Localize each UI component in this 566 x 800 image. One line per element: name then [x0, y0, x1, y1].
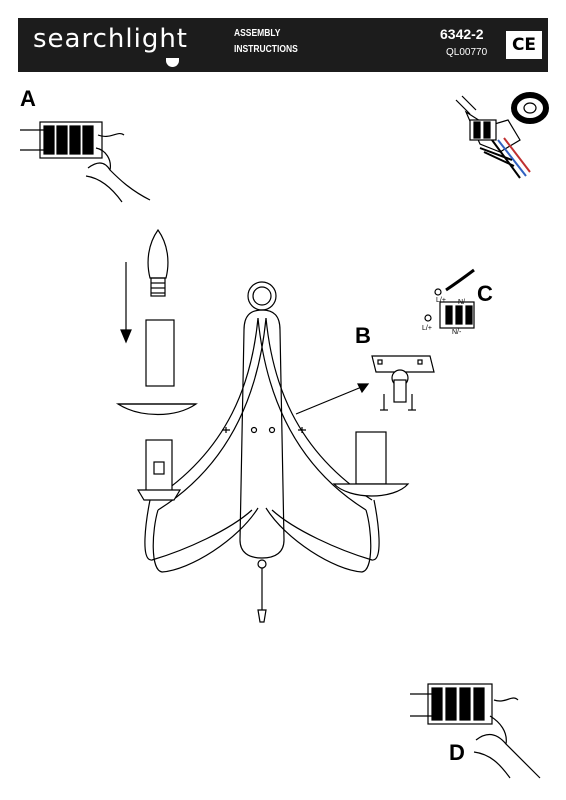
- live-label-top: L/+: [436, 297, 446, 304]
- document-header: searchlight ASSEMBLY INSTRUCTIONS 6342-2…: [18, 18, 548, 72]
- terminal-block-a-illustration: [20, 121, 151, 203]
- candle-bulb-illustration: [147, 228, 169, 297]
- brand-logo-bulb-icon: [166, 58, 179, 67]
- title-line-2: INSTRUCTIONS: [234, 44, 298, 55]
- title-line-1: ASSEMBLY: [234, 28, 281, 39]
- pointer-arrow-icon: [295, 383, 370, 415]
- neutral-label-top: N/-: [458, 299, 468, 306]
- terminal-block-d-illustration: [410, 683, 541, 779]
- brand-logo: searchlight: [33, 24, 188, 54]
- drip-tray-illustration: [115, 403, 198, 416]
- mounting-bracket-illustration: [371, 355, 435, 411]
- candle-sleeve-illustration: [145, 319, 175, 387]
- neutral-label-bottom: N/-: [452, 329, 462, 336]
- chandelier-illustration: [136, 281, 410, 623]
- step-label-b: B: [355, 323, 371, 348]
- product-code: 6342-2: [440, 26, 484, 42]
- wiring-connector-illustration: [424, 268, 475, 329]
- down-arrow-icon: [120, 262, 132, 344]
- step-label-c: C: [477, 281, 493, 306]
- ce-mark-icon: CE: [506, 31, 542, 59]
- step-label-d: D: [449, 740, 465, 765]
- wire-connector-tape-illustration: [455, 92, 549, 179]
- live-label-bottom: L/+: [422, 325, 432, 332]
- document-code: QL00770: [446, 47, 488, 58]
- step-label-a: A: [20, 86, 36, 111]
